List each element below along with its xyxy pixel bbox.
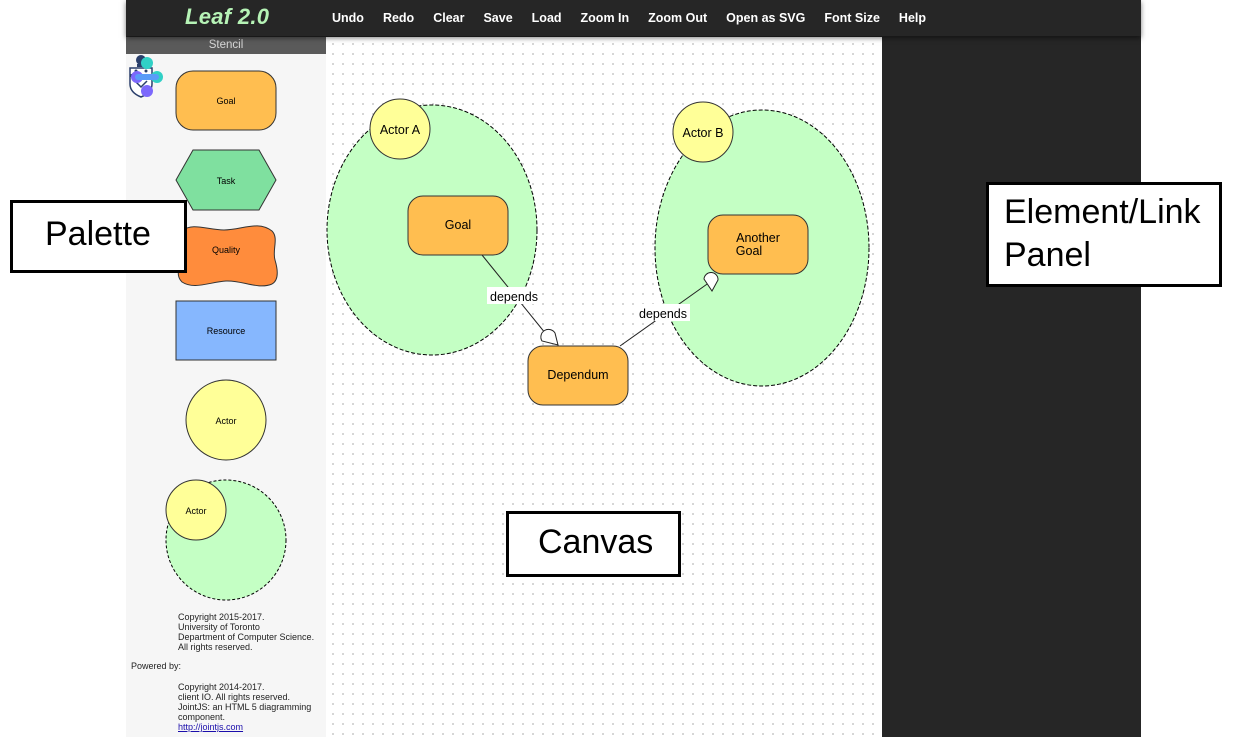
goal-element[interactable]: Goal <box>407 195 509 256</box>
credits-university: Copyright 2015-2017. University of Toron… <box>178 612 323 652</box>
credit-line: component. <box>178 712 226 722</box>
element-link-panel <box>882 37 1141 737</box>
stencil-resource-label: Resource <box>207 326 246 336</box>
link-label-1[interactable]: depends <box>487 287 541 304</box>
stencil-quality[interactable]: Quality <box>175 225 278 287</box>
annotation-panel: Element/Link Panel <box>986 182 1222 287</box>
annotation-panel-line2: Panel <box>1004 236 1091 274</box>
diagram: depends depends Actor A Actor B Goal <box>326 98 870 406</box>
dependum-label: Dependum <box>547 368 608 382</box>
annotation-palette: Palette <box>10 200 187 273</box>
credit-line: Copyright 2015-2017. <box>178 612 265 622</box>
actor-a[interactable]: Actor A <box>369 98 431 160</box>
diagram-canvas[interactable]: depends depends Actor A Actor B Goal <box>326 37 882 737</box>
load-button[interactable]: Load <box>531 11 562 25</box>
stencil-task-label: Task <box>217 176 236 186</box>
stencil-actor-boundary-label: Actor <box>185 506 206 516</box>
zoom-in-button[interactable]: Zoom In <box>580 11 630 25</box>
redo-button[interactable]: Redo <box>382 11 415 25</box>
powered-by-label: Powered by: <box>131 661 182 671</box>
credits-jointjs: Copyright 2014-2017. client IO. All righ… <box>178 682 323 732</box>
svg-text:depends: depends <box>639 307 687 321</box>
stencil-quality-label: Quality <box>212 245 241 255</box>
save-button[interactable]: Save <box>483 11 513 25</box>
stencil-task[interactable]: Task <box>175 149 277 211</box>
undo-button[interactable]: Undo <box>332 11 364 25</box>
zoom-out-button[interactable]: Zoom Out <box>648 11 708 25</box>
actor-b[interactable]: Actor B <box>672 101 734 163</box>
toolbar-menu: Undo Redo Clear Save Load Zoom In Zoom O… <box>332 0 945 36</box>
another-goal-label-line2: Goal <box>736 244 762 258</box>
stencil-actor-label: Actor <box>215 416 236 426</box>
stencil-actor-boundary[interactable]: Actor <box>165 479 287 601</box>
actor-a-label: Actor A <box>380 123 421 137</box>
jointjs-logo-icon <box>131 57 163 97</box>
annotation-panel-line1: Element/Link <box>1004 193 1201 231</box>
credit-line: client IO. All rights reserved. <box>178 692 291 702</box>
font-size-button[interactable]: Font Size <box>824 11 880 25</box>
goal-label: Goal <box>445 218 471 232</box>
dependum-element[interactable]: Dependum <box>527 345 629 406</box>
svg-text:depends: depends <box>490 290 538 304</box>
credit-line: Department of Computer Science. <box>178 632 315 642</box>
stencil-header: Stencil <box>126 37 326 54</box>
clear-button[interactable]: Clear <box>433 11 465 25</box>
annotation-canvas: Canvas <box>506 511 681 577</box>
app-logo: Leaf 2.0 <box>185 4 270 29</box>
stencil-shapes: Goal Task Quality Resource Actor <box>165 70 287 601</box>
credit-line: Copyright 2014-2017. <box>178 682 265 692</box>
app-window: Leaf 2.0 Undo Redo Clear Save Load Zoom … <box>126 0 1141 737</box>
jointjs-link[interactable]: http://jointjs.com <box>178 722 244 732</box>
stencil-resource[interactable]: Resource <box>175 300 277 361</box>
stencil-goal-label: Goal <box>216 96 235 106</box>
link-label-2[interactable]: depends <box>636 304 690 321</box>
stencil-palette: Goal Task Quality Resource Actor <box>126 54 326 737</box>
toolbar: Leaf 2.0 Undo Redo Clear Save Load Zoom … <box>126 0 1141 36</box>
credit-line: All rights reserved. <box>178 642 253 652</box>
open-as-svg-button[interactable]: Open as SVG <box>726 11 806 25</box>
credit-line: JointJS: an HTML 5 diagramming <box>178 702 312 712</box>
stencil-actor[interactable]: Actor <box>185 379 267 461</box>
actor-b-label: Actor B <box>683 126 724 140</box>
credit-line: University of Toronto <box>178 622 260 632</box>
another-goal-label-line1: Another <box>736 231 780 245</box>
stencil-goal[interactable]: Goal <box>175 70 277 131</box>
help-button[interactable]: Help <box>898 11 927 25</box>
another-goal-element[interactable]: Another Goal <box>707 214 809 275</box>
